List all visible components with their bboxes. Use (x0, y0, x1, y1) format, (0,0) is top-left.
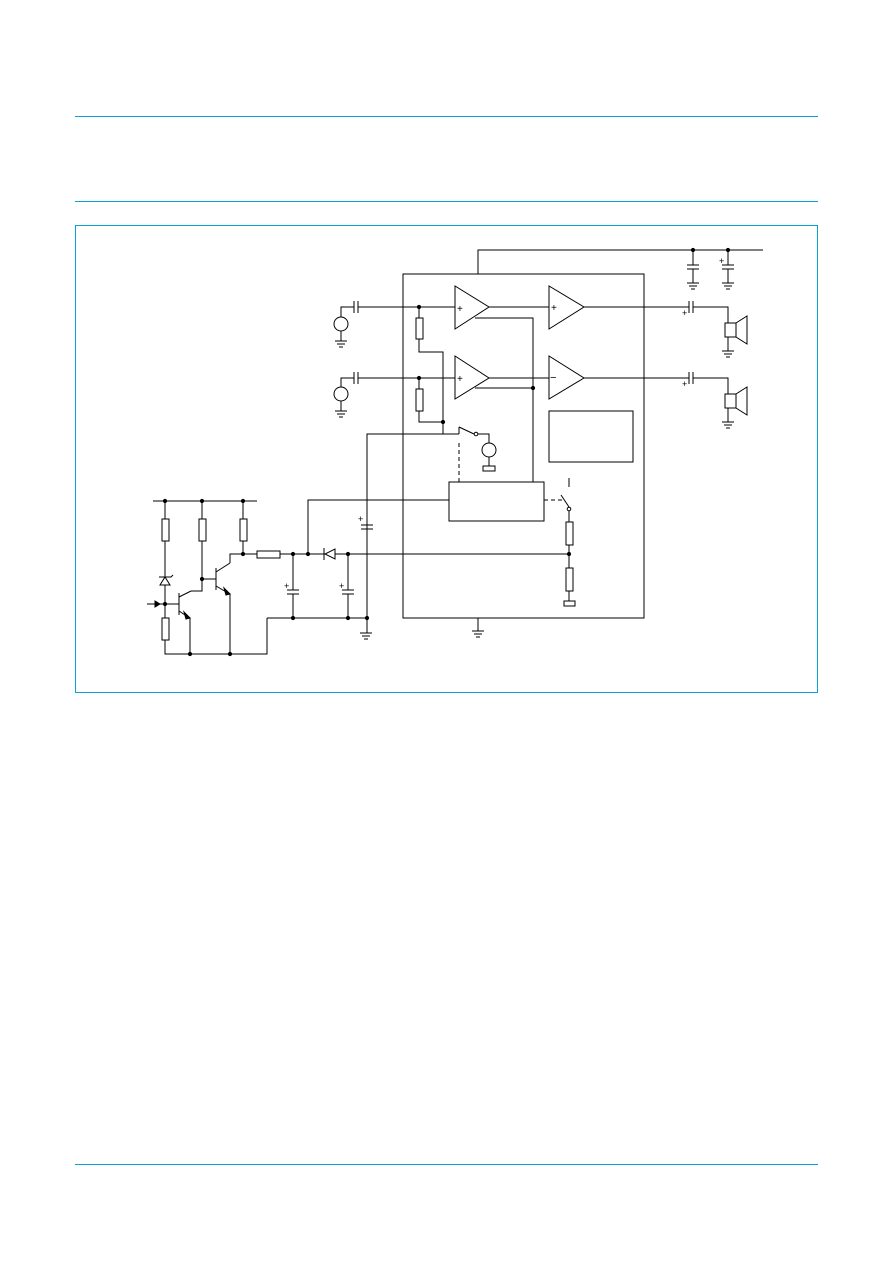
preamp-2-plus: + (457, 374, 463, 385)
schematic-frame: + + + + (75, 225, 818, 693)
control-wiring (308, 388, 533, 554)
section-rule (75, 201, 818, 202)
filter-cap-1-polarity: + (284, 581, 289, 591)
preamp-1-plus: + (457, 304, 463, 315)
external-transistor-stage (147, 499, 280, 655)
timing-cap-polarity: + (358, 514, 363, 524)
output-cap-1-polarity: + (682, 308, 687, 318)
channel-2-input (334, 372, 455, 424)
preamp-channel-1 (455, 286, 489, 329)
interstage-wiring (475, 307, 549, 390)
reference-switch (365, 427, 496, 620)
power-amp-1-plus: + (551, 303, 557, 314)
output-channel-1 (584, 301, 747, 351)
protection-block (549, 411, 633, 462)
ic-package-outline (403, 274, 644, 618)
timing-capacitor (361, 523, 373, 529)
ground-symbols (335, 283, 734, 639)
channel-1-input (334, 301, 455, 434)
power-amp-2-minus: − (550, 372, 556, 384)
output-cap-2-polarity: + (682, 379, 687, 389)
preamp-channel-2 (455, 356, 489, 399)
supply-rail (478, 248, 763, 283)
filter-cap-2-polarity: + (339, 581, 344, 591)
mute-switch (544, 478, 575, 606)
footer-rule (75, 1164, 818, 1165)
output-channel-2 (584, 372, 747, 422)
supply-filter (267, 548, 569, 633)
application-schematic: + + + + (76, 226, 817, 692)
control-logic-block (449, 482, 544, 521)
header-rule (75, 116, 818, 117)
supply-cap-polarity: + (719, 256, 724, 266)
